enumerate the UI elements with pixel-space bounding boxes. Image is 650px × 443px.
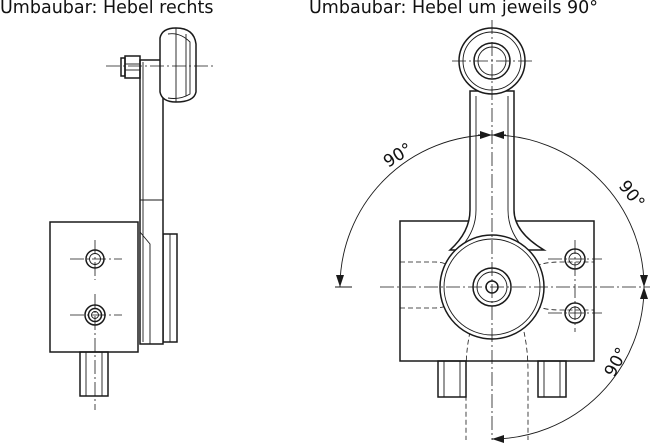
angle-label-top-left: 90° bbox=[380, 139, 416, 172]
roller-side bbox=[159, 27, 197, 103]
angle-label-bottom-right: 90° bbox=[601, 344, 633, 380]
angle-dimension-bottom bbox=[491, 286, 648, 443]
switch-housing bbox=[49, 221, 139, 353]
angle-dimension-left bbox=[335, 131, 506, 288]
side-view-lever-right bbox=[49, 27, 214, 410]
caption-lever-90-steps: Umbaubar: Hebel um jeweils 90° bbox=[309, 0, 599, 18]
lever-hub-side bbox=[162, 233, 178, 343]
mounting-pin-left bbox=[79, 351, 109, 397]
lever-arm-front bbox=[448, 90, 547, 251]
front-view-lever-90: 90° 90° 90° bbox=[335, 20, 650, 443]
lever-arm-side bbox=[139, 59, 164, 345]
angle-dimension-right bbox=[491, 131, 648, 288]
axle-nut-side bbox=[120, 55, 141, 79]
mounting-pins-front bbox=[437, 360, 567, 398]
angle-label-top-right: 90° bbox=[614, 177, 648, 213]
caption-lever-right: Umbaubar: Hebel rechts bbox=[0, 0, 214, 18]
